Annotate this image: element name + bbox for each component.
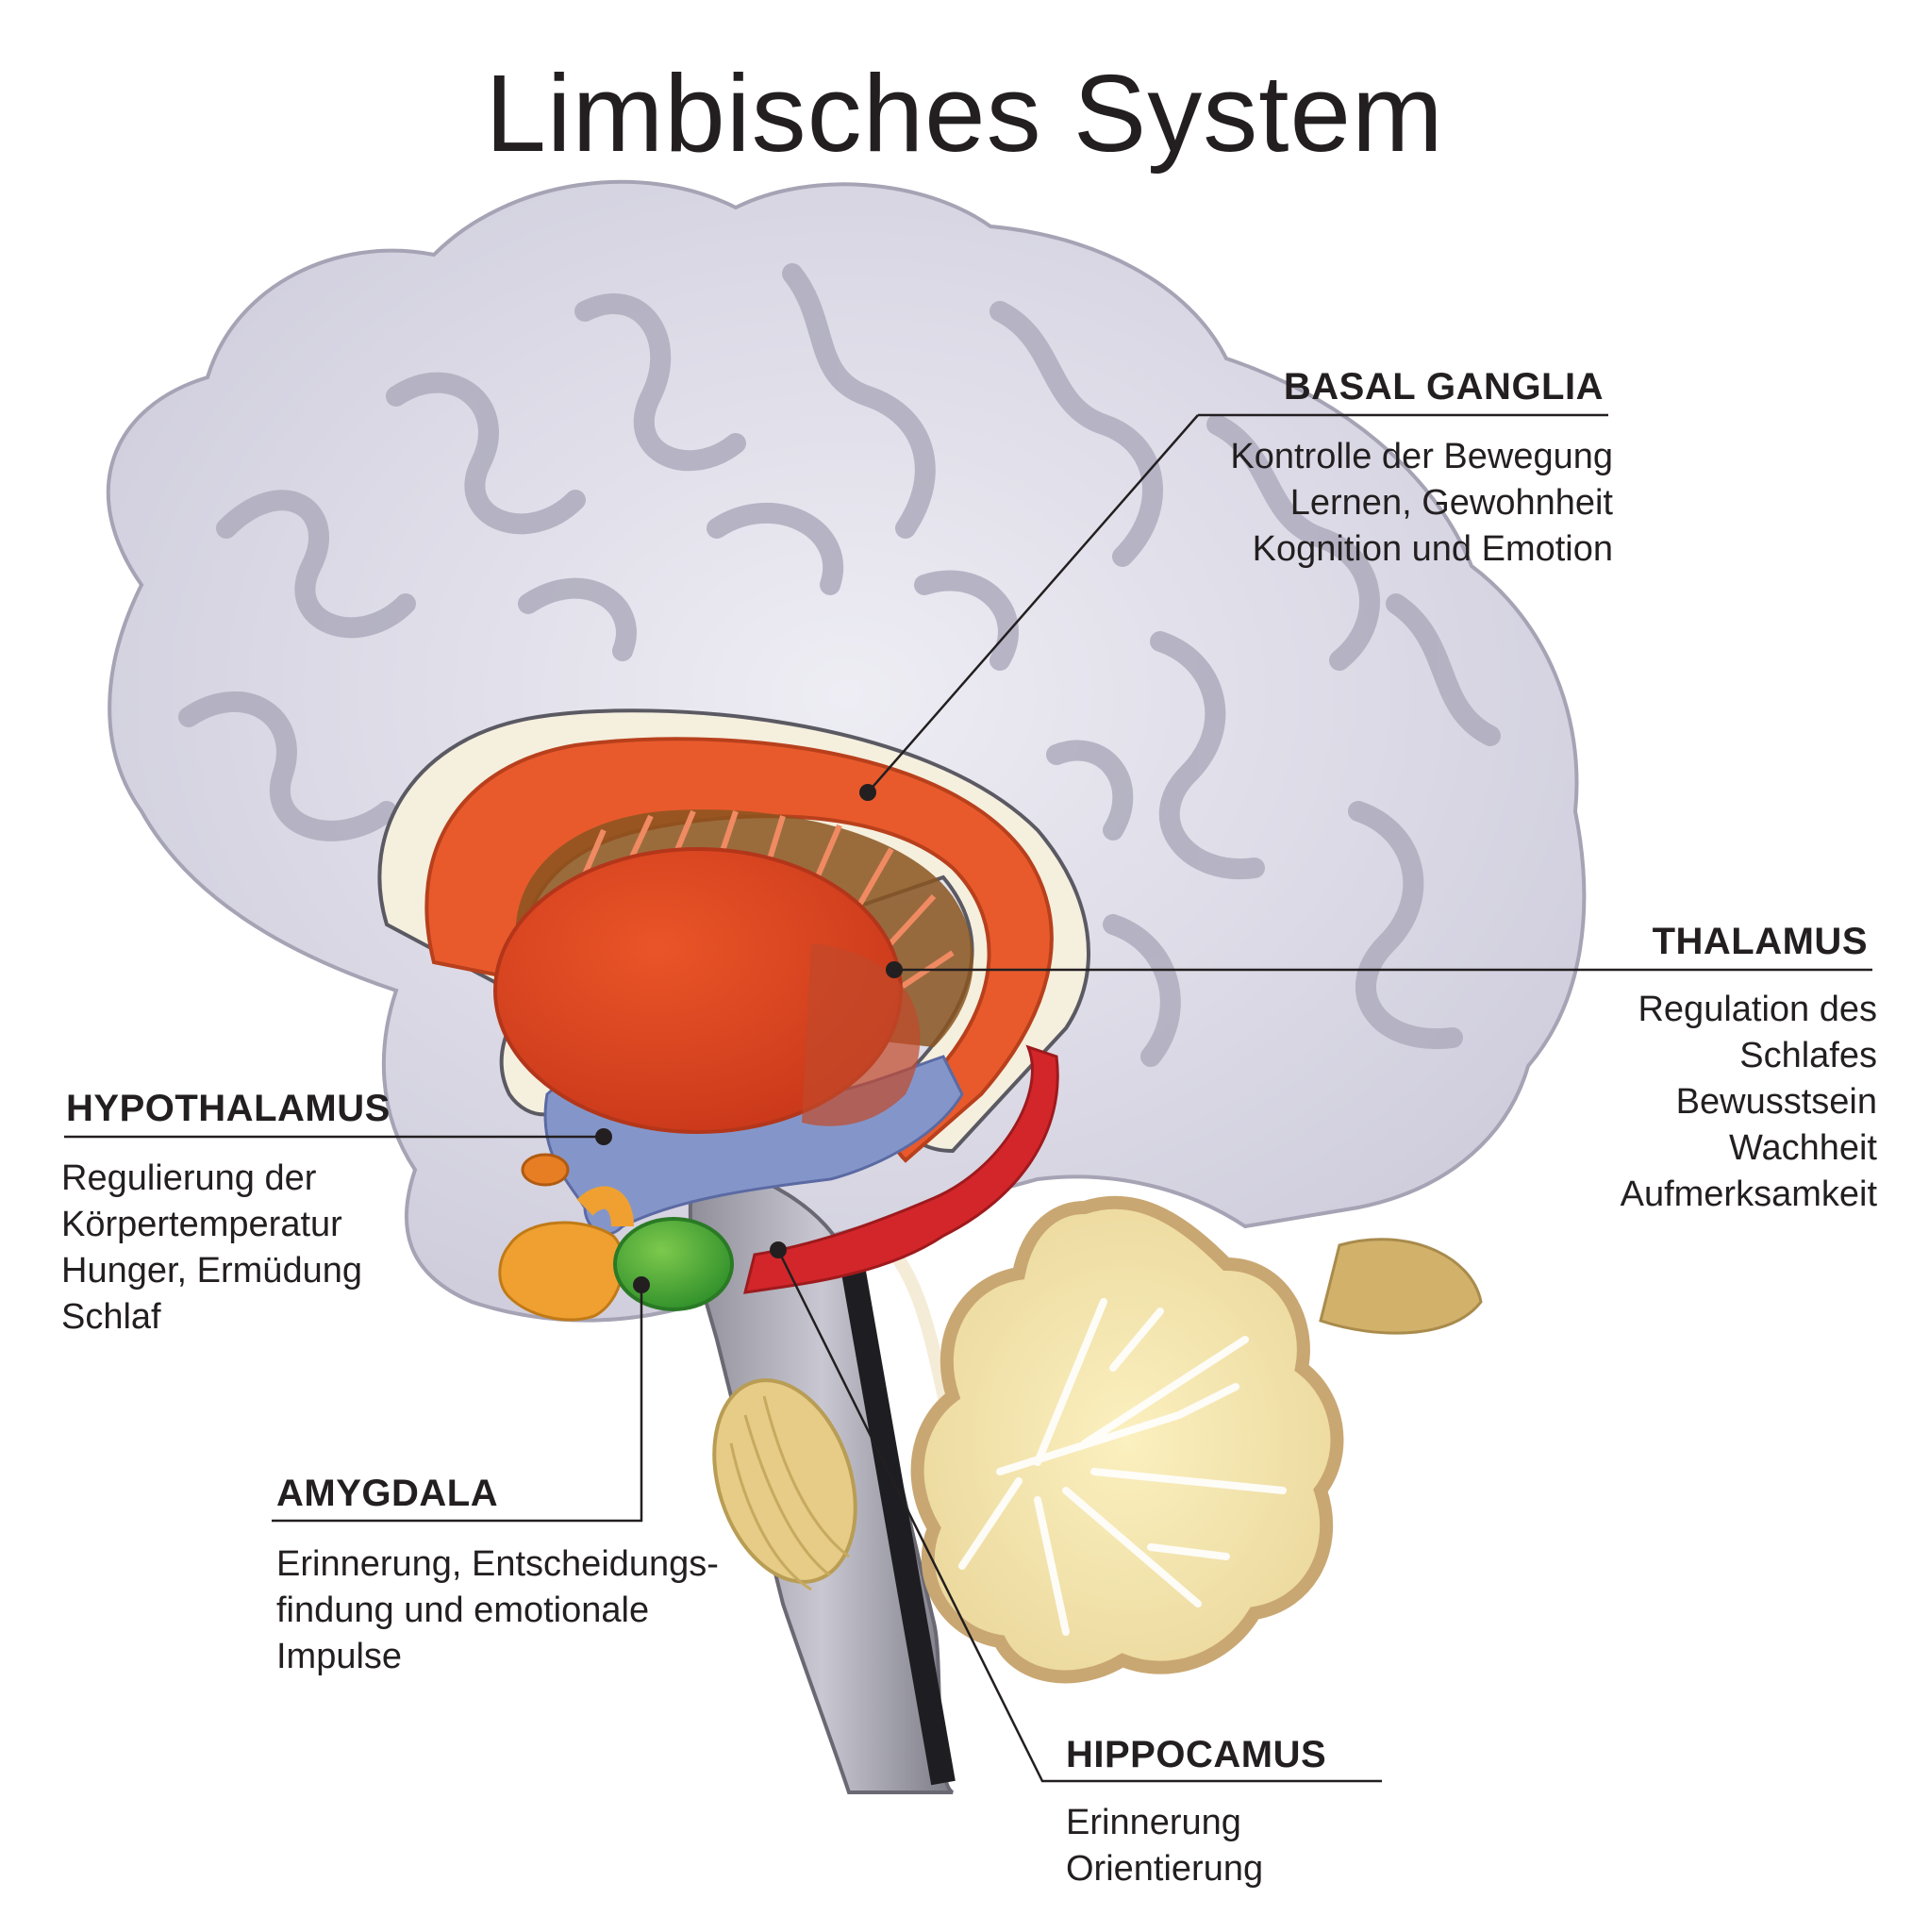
mammillary-body xyxy=(521,1153,570,1187)
amygdala xyxy=(613,1217,734,1311)
label-thalamus: THALAMUS xyxy=(1652,921,1868,962)
fornix xyxy=(743,1044,1059,1294)
cerebellum xyxy=(910,1195,1344,1684)
label-amygdala: AMYGDALA xyxy=(276,1473,499,1514)
desc-hypothalamus: Regulierung der Körpertemperatur Hunger,… xyxy=(61,1158,362,1337)
page-title: Limbisches System xyxy=(485,52,1444,175)
leader-dots xyxy=(595,784,903,1293)
desc-amygdala: Erinnerung, Entscheidungs- findung und e… xyxy=(276,1544,719,1676)
label-hippocampus: HIPPOCAMUS xyxy=(1066,1734,1327,1775)
leader-lines xyxy=(64,413,1872,1783)
label-hypothalamus: HYPOTHALAMUS xyxy=(66,1088,391,1129)
cerebellum-tentorium xyxy=(1319,1238,1483,1335)
desc-thalamus: Regulation des Schlafes Bewusstsein Wach… xyxy=(1620,990,1877,1214)
gyri-grooves xyxy=(178,263,1501,1067)
arbor-vitae xyxy=(958,1298,1287,1636)
label-basal-ganglia: BASAL GANGLIA xyxy=(1283,366,1604,408)
desc-basal-ganglia: Kontrolle der Bewegung Lernen, Gewohnhei… xyxy=(1230,437,1613,569)
pituitary-gland xyxy=(498,1221,624,1322)
desc-hippocampus: Erinnerung Orientierung xyxy=(1066,1803,1264,1889)
